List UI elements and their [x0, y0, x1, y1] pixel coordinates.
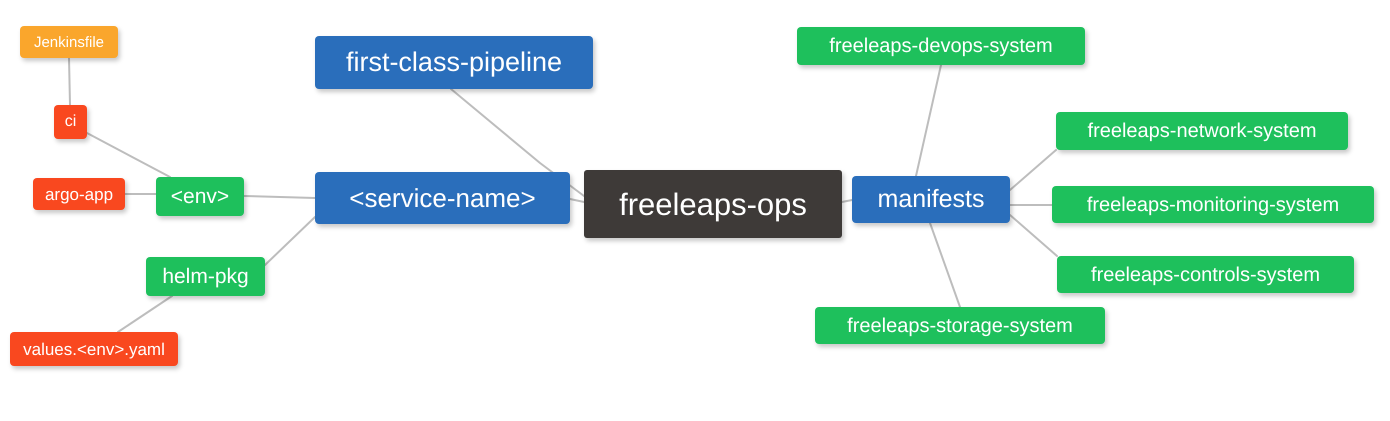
node-label: helm-pkg: [162, 265, 249, 288]
node-first-class-pipeline[interactable]: first-class-pipeline: [315, 36, 593, 89]
node-label: freeleaps-ops: [619, 186, 807, 222]
edge-manifests-to-freeleaps-network-system: [1009, 149, 1057, 191]
node-freeleaps-monitoring-system[interactable]: freeleaps-monitoring-system: [1052, 186, 1374, 223]
edge-manifests-to-freeleaps-devops-system: [915, 64, 942, 177]
edge-ci-to-jenkinsfile: [68, 57, 71, 106]
node-label: argo-app: [44, 184, 114, 204]
edge-service-name-to-env: [243, 195, 316, 199]
node-freeleaps-devops-system[interactable]: freeleaps-devops-system: [797, 27, 1085, 65]
node-values-env-yaml[interactable]: values.<env>.yaml: [10, 332, 178, 366]
node-label: values.<env>.yaml: [23, 339, 165, 359]
edge-manifests-to-freeleaps-storage-system: [929, 222, 961, 308]
edge-helm-pkg-to-values-env-yaml: [117, 295, 173, 333]
node-label: Jenkinsfile: [33, 33, 105, 51]
node-helm-pkg[interactable]: helm-pkg: [146, 257, 265, 296]
node-manifests[interactable]: manifests: [852, 176, 1010, 223]
edge-freeleaps-ops-to-manifests: [841, 199, 853, 203]
node-label: freeleaps-storage-system: [847, 314, 1073, 337]
node-freeleaps-ops[interactable]: freeleaps-ops: [584, 170, 842, 238]
node-jenkinsfile[interactable]: Jenkinsfile: [20, 26, 118, 58]
node-env[interactable]: <env>: [156, 177, 244, 216]
node-argo-app[interactable]: argo-app: [33, 178, 125, 210]
node-freeleaps-storage-system[interactable]: freeleaps-storage-system: [815, 307, 1105, 344]
node-freeleaps-controls-system[interactable]: freeleaps-controls-system: [1057, 256, 1354, 293]
node-label: manifests: [877, 185, 985, 213]
edge-service-name-to-helm-pkg: [264, 216, 316, 266]
node-label: freeleaps-controls-system: [1091, 263, 1320, 286]
node-label: first-class-pipeline: [345, 47, 563, 77]
node-freeleaps-network-system[interactable]: freeleaps-network-system: [1056, 112, 1348, 150]
node-label: freeleaps-devops-system: [829, 35, 1053, 57]
node-service-name[interactable]: <service-name>: [315, 172, 570, 224]
node-label: freeleaps-monitoring-system: [1086, 193, 1340, 216]
edge-env-to-ci: [86, 132, 171, 178]
edge-manifests-to-freeleaps-controls-system: [1009, 214, 1058, 257]
node-label: ci: [64, 113, 77, 130]
edge-freeleaps-ops-to-service-name: [569, 198, 585, 203]
node-label: freeleaps-network-system: [1087, 120, 1317, 142]
node-ci[interactable]: ci: [54, 105, 87, 139]
node-label: <env>: [170, 185, 230, 208]
node-label: <service-name>: [349, 183, 536, 213]
